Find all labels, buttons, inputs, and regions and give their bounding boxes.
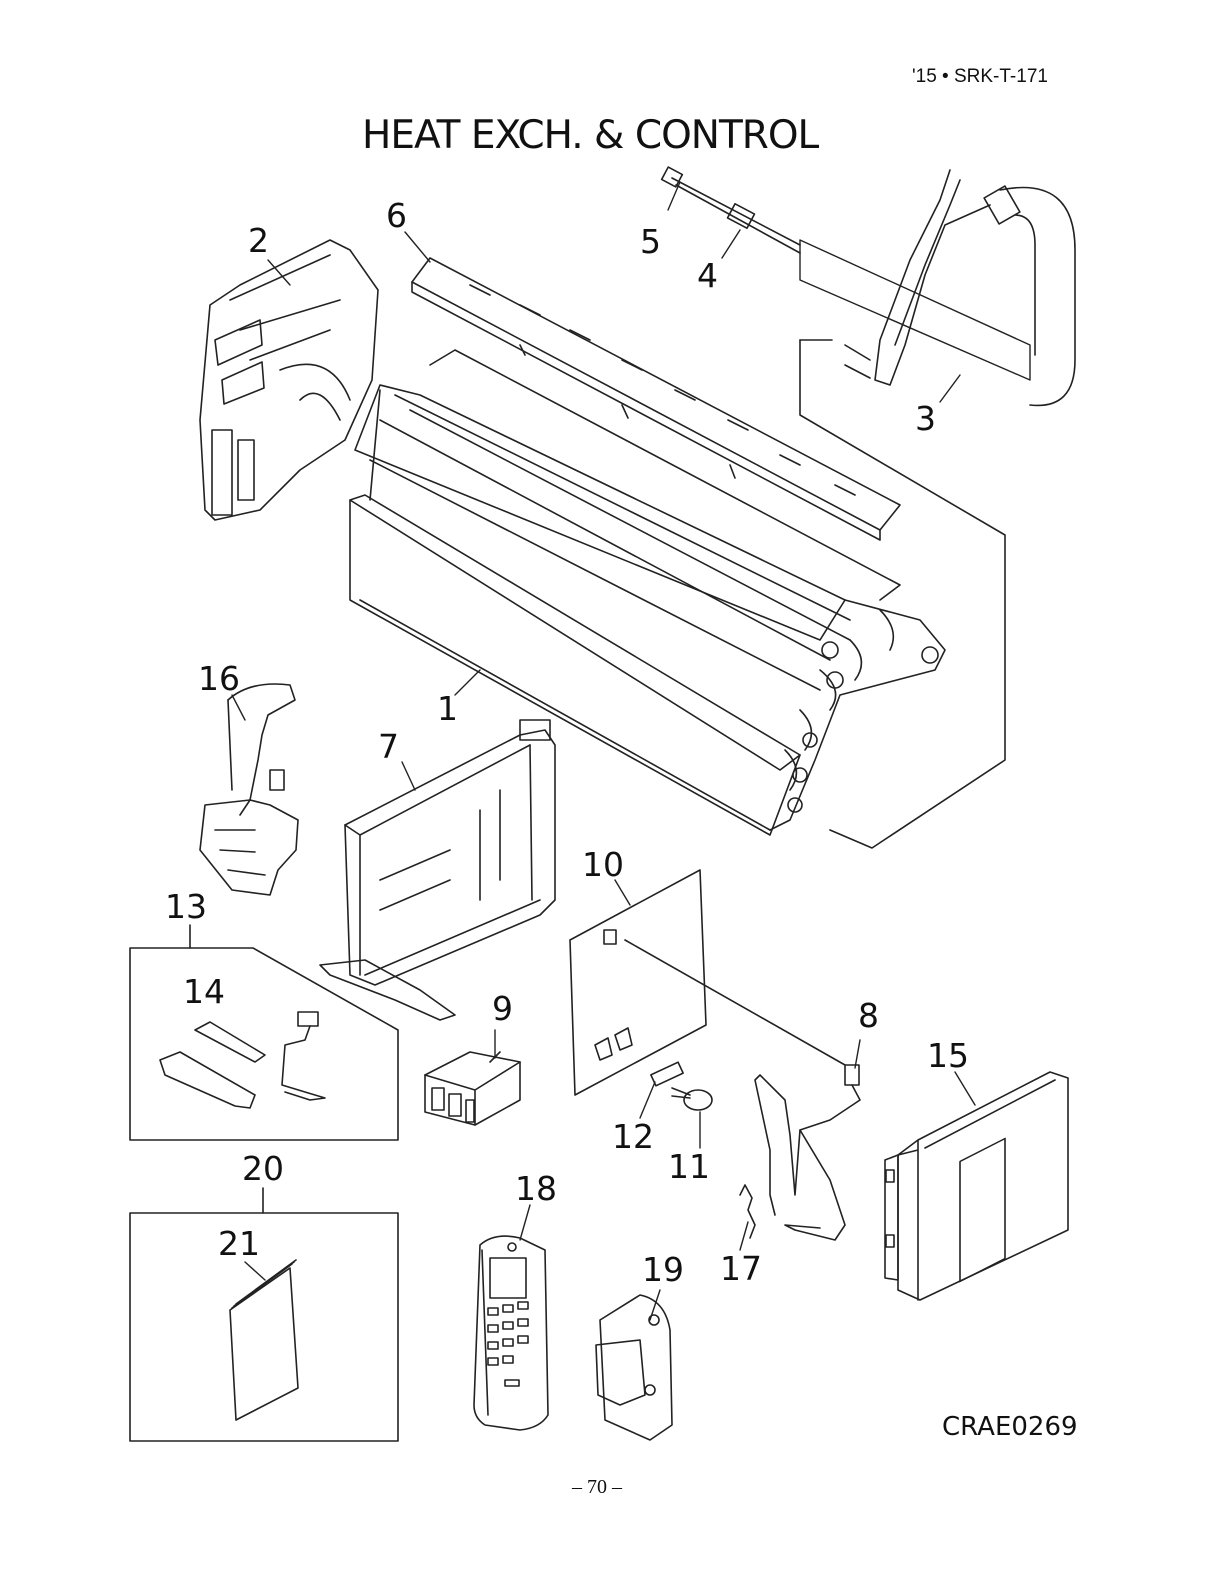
part-9-terminal-block	[425, 1052, 520, 1125]
callout-8: 8	[858, 996, 879, 1035]
page-number: – 70 –	[572, 1476, 622, 1499]
part-18-remote-control	[474, 1236, 548, 1430]
part-1-heat-exchanger	[350, 350, 945, 835]
part-19-remote-holder	[596, 1295, 672, 1440]
callout-12: 12	[612, 1117, 654, 1156]
callout-15: 15	[927, 1036, 969, 1075]
callout-1: 1	[437, 689, 458, 728]
callout-3: 3	[915, 399, 936, 438]
part-13-box	[130, 925, 398, 1140]
callout-numbers: 1 2 3 4 5 6 7 8 9 10 11 12 13 14 15 16 1…	[165, 196, 969, 1289]
part-20-box	[130, 1188, 398, 1441]
callout-16: 16	[198, 659, 240, 698]
part-21-manual	[230, 1260, 298, 1420]
part-10-pcb	[570, 870, 845, 1095]
callout-11: 11	[668, 1147, 710, 1186]
part-17-clip	[740, 1185, 755, 1238]
callout-21: 21	[218, 1224, 260, 1263]
part-7-control-box	[320, 720, 555, 1020]
part-6-top-plate	[412, 258, 900, 540]
callout-9: 9	[492, 989, 513, 1028]
callout-10: 10	[582, 845, 624, 884]
part-14-terminal	[160, 1012, 325, 1108]
callout-2: 2	[248, 221, 269, 260]
part-8-thermistor	[755, 1065, 860, 1240]
callout-6: 6	[386, 196, 407, 235]
part-15-cover-plate	[885, 1072, 1068, 1300]
callout-4: 4	[697, 256, 718, 295]
callout-13: 13	[165, 887, 207, 926]
callout-14: 14	[183, 972, 225, 1011]
callout-17: 17	[720, 1249, 762, 1288]
part-16-cover	[200, 684, 298, 895]
leader-lines	[232, 182, 975, 1320]
part-3-pipe-assembly	[800, 170, 1075, 405]
callout-18: 18	[515, 1169, 557, 1208]
part-11-12-fuse-varistor	[651, 1062, 712, 1110]
callout-20: 20	[242, 1149, 284, 1188]
callout-5: 5	[640, 222, 661, 261]
callout-19: 19	[642, 1250, 684, 1289]
part-4-5-pipe-strainer	[662, 167, 800, 253]
drawing-code: CRAE0269	[942, 1412, 1078, 1442]
callout-7: 7	[378, 727, 399, 766]
part-2-side-plate	[200, 240, 378, 520]
